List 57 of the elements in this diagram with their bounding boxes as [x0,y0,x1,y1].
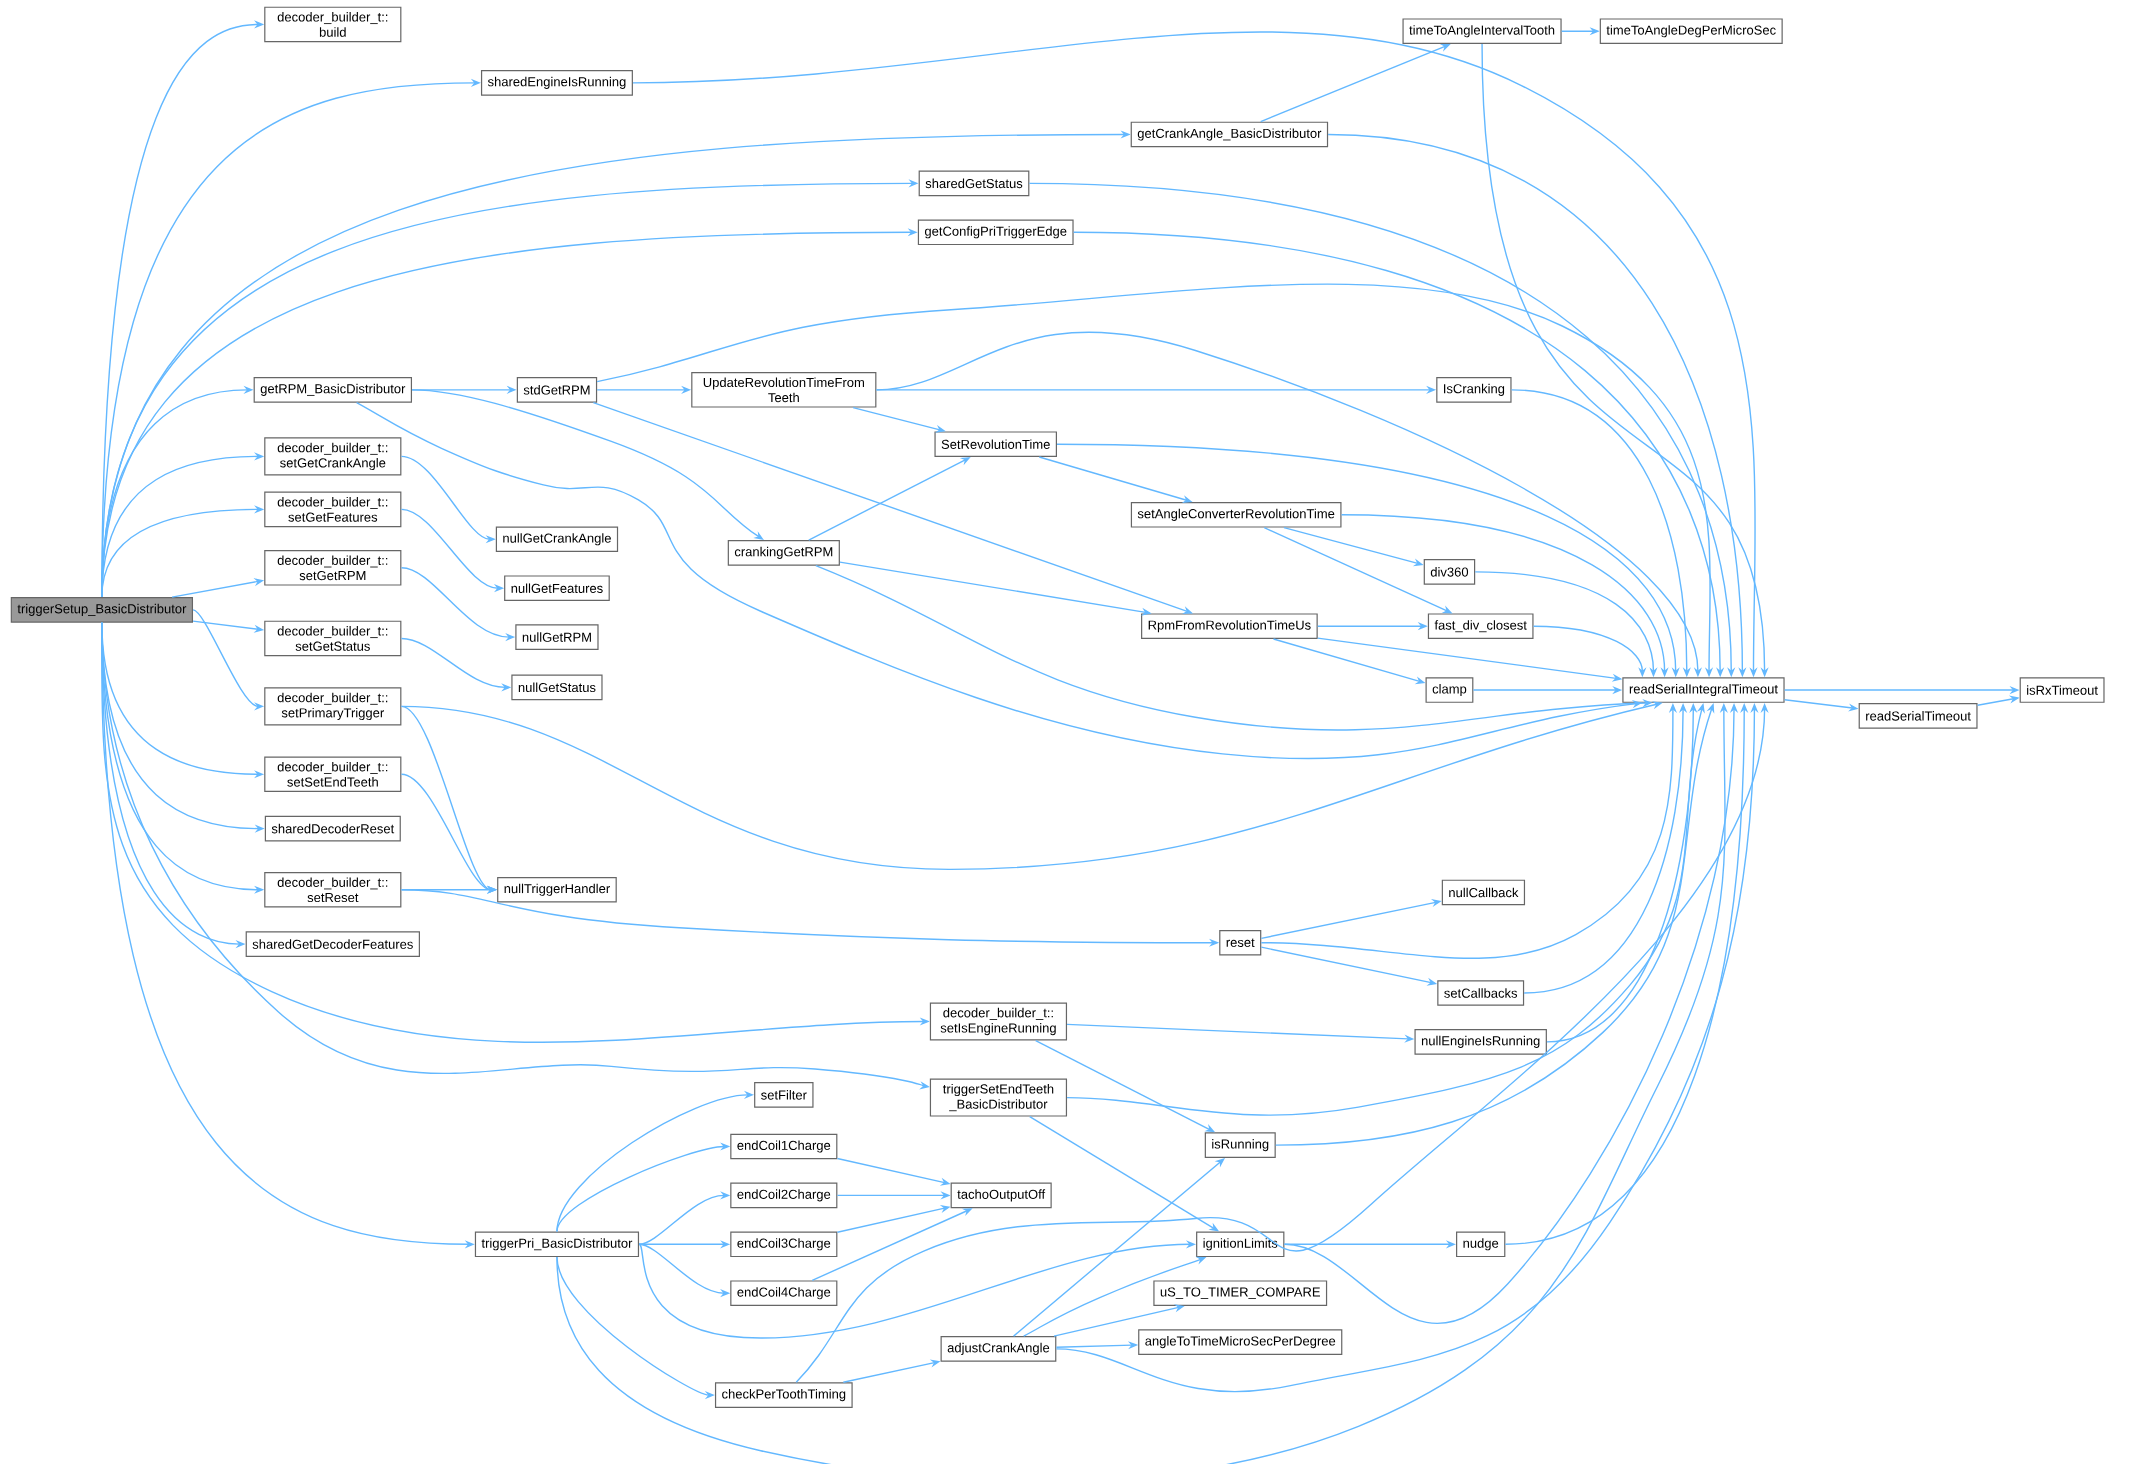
function-box: triggerSetEndTeeth _BasicDistributor [929,1078,1068,1117]
function-box: angleToTimeMicroSecPerDegree [1138,1329,1343,1355]
function-box: decoder_builder_t:: setPrimaryTrigger [264,687,402,726]
function-box: setAngleConverterRevolutionTime [1130,501,1342,528]
function-box: nullGetCrankAngle [495,526,619,552]
function-box: clamp [1425,677,1474,703]
function-box: decoder_builder_t:: setGetCrankAngle [264,437,402,476]
function-box: sharedEngineIsRunning [480,69,633,96]
function-box: sharedDecoderReset [264,815,401,842]
function-box: decoder_builder_t:: setReset [264,871,402,908]
function-box: setFilter [754,1081,814,1108]
function-box: endCoil3Charge [730,1231,838,1257]
function-box: RpmFromRevolutionTimeUs [1141,613,1318,639]
function-box: endCoil2Charge [730,1182,838,1208]
function-box: reset [1219,929,1262,956]
highlighted-function-box: triggerSetup_BasicDistributor [10,596,194,623]
function-box: decoder_builder_t:: setGetFeatures [264,491,402,527]
function-box: sharedGetStatus [918,170,1030,196]
arrow [411,388,764,540]
function-box: nullGetFeatures [504,575,610,601]
function-box: SetRevolutionTime [934,431,1057,457]
function-box: ignitionLimits [1196,1231,1285,1257]
function-box: decoder_builder_t:: setGetRPM [264,549,402,586]
function-box: tachoOutputOff [950,1182,1052,1208]
function-box: nullGetStatus [511,674,603,700]
function-box: IsCranking [1436,376,1512,403]
function-box: uS_TO_TIMER_COMPARE [1153,1280,1328,1306]
function-box: fast_div_closest [1427,613,1534,639]
function-box: setCallbacks [1437,980,1525,1006]
function-box: UpdateRevolutionTimeFrom Teeth [691,371,877,408]
function-box: timeToAngleDegPerMicroSec [1599,18,1783,44]
function-box: nudge [1456,1231,1506,1257]
function-box: decoder_builder_t:: setIsEngineRunning [929,1002,1068,1041]
function-box: checkPerToothTiming [714,1382,853,1408]
function-box: endCoil4Charge [730,1280,838,1306]
function-box: nullGetRPM [515,624,599,650]
function-box: readSerialIntegralTimeout [1622,677,1785,703]
function-box: decoder_builder_t:: setGetStatus [264,620,402,657]
function-box: crankingGetRPM [727,539,840,566]
function-box: nullEngineIsRunning [1414,1028,1547,1055]
function-box: endCoil1Charge [730,1133,838,1160]
function-box: decoder_builder_t:: setSetEndTeeth [264,756,402,792]
function-box: readSerialTimeout [1858,702,1978,729]
function-box: adjustCrankAngle [940,1335,1057,1362]
function-box: div360 [1423,558,1476,585]
function-box: isRxTimeout [2019,677,2105,703]
function-box: stdGetRPM [516,376,598,403]
function-box: timeToAngleIntervalTooth [1402,18,1562,44]
function-box: getCrankAngle_BasicDistributor [1130,121,1329,148]
function-box: getConfigPriTriggerEdge [917,219,1074,245]
function-box: triggerPri_BasicDistributor [474,1231,640,1257]
function-box: nullTriggerHandler [497,876,617,903]
function-box: decoder_builder_t:: build [264,6,402,43]
function-box: sharedGetDecoderFeatures [245,931,420,957]
function-box: getRPM_BasicDistributor [253,376,413,403]
function-box: nullCallback [1441,879,1526,906]
function-box: isRunning [1204,1132,1276,1158]
